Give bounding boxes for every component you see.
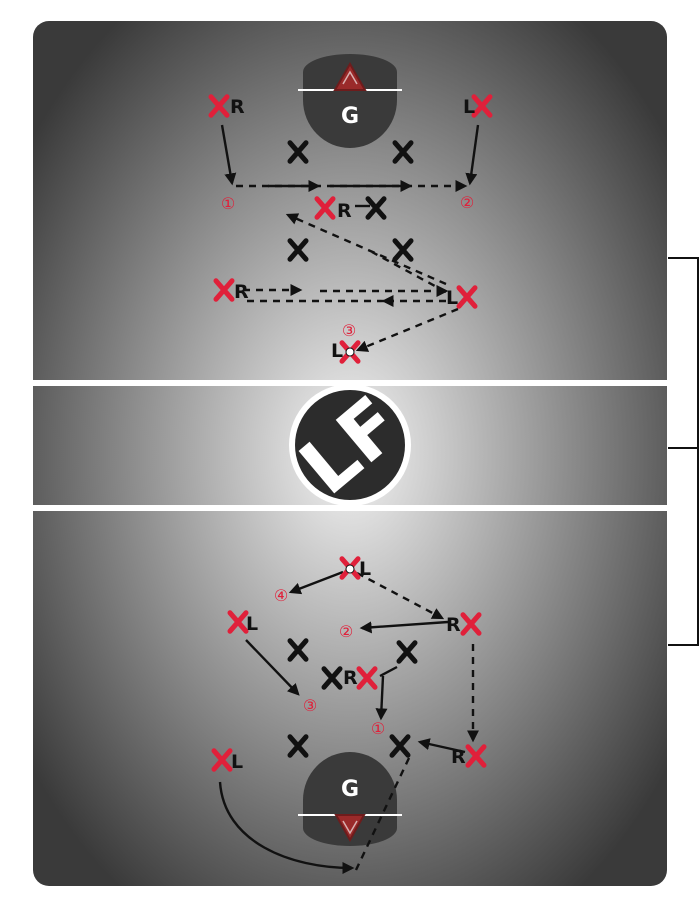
defender-marker — [365, 196, 387, 220]
movement-arrow — [417, 738, 466, 754]
step-marker: ① — [371, 719, 385, 738]
attacker-marker — [356, 666, 378, 690]
side-label: R — [451, 746, 466, 768]
side-label: R — [230, 96, 245, 118]
side-label: L — [231, 751, 243, 773]
side-label: L — [331, 340, 343, 362]
midfield-line-top — [33, 380, 667, 386]
attackers — [208, 94, 493, 772]
attacker-marker — [460, 612, 482, 636]
movement-arrow — [288, 570, 344, 595]
step-markers: ① ② ③ ④ ② ③ ① — [221, 193, 474, 738]
side-label: R — [234, 281, 249, 303]
top-goal-area: G — [298, 54, 402, 148]
bottom-crease — [303, 752, 397, 846]
midfield-line-bottom — [33, 505, 667, 511]
side-label: L — [463, 96, 475, 118]
side-label: L — [359, 558, 371, 580]
movement-arrow — [356, 571, 445, 620]
defender-marker — [389, 734, 411, 758]
movement-arrow — [218, 781, 355, 874]
movement-arrow — [220, 124, 237, 186]
movement-arrow — [355, 307, 459, 352]
attacker-marker — [456, 285, 478, 309]
step-marker: ② — [339, 622, 353, 641]
bottom-goal-area: G — [298, 752, 402, 846]
movement-arrow — [285, 213, 447, 286]
side-bracket — [668, 257, 699, 646]
side-label: L — [446, 287, 458, 309]
side-label: R — [337, 200, 352, 222]
bottom-goal-label: G — [341, 777, 359, 802]
attacker-marker — [227, 610, 249, 634]
defender-marker — [287, 140, 309, 164]
ball — [345, 564, 355, 574]
defender-marker — [287, 638, 309, 662]
attacker-marker — [314, 196, 336, 220]
movement-arrow — [465, 124, 480, 186]
side-label: L — [246, 613, 258, 635]
movement-arrow — [359, 620, 449, 634]
step-marker: ③ — [303, 696, 317, 715]
attacker-marker — [465, 744, 487, 768]
attacker-marker — [208, 94, 230, 118]
step-marker: ④ — [274, 586, 288, 605]
movement-paths — [218, 124, 480, 874]
step-marker: ① — [221, 194, 235, 213]
defender-marker — [392, 238, 414, 262]
movement-arrow — [375, 675, 388, 721]
top-goal-label: G — [341, 104, 359, 129]
defender-marker — [392, 140, 414, 164]
movement-arrow — [245, 639, 300, 696]
defender-marker — [287, 238, 309, 262]
attacker-marker — [213, 278, 235, 302]
defender-marker — [287, 734, 309, 758]
defender-marker — [396, 640, 418, 664]
movement-arrow — [379, 665, 398, 678]
side-label: R — [446, 614, 461, 636]
attacker-marker — [471, 94, 493, 118]
top-crease — [303, 54, 397, 148]
attacker-side-labels: R L R R L L L R L R R L — [230, 96, 475, 773]
movement-arrow — [371, 250, 447, 294]
step-marker: ③ — [342, 321, 356, 340]
defender-marker — [321, 666, 343, 690]
step-marker: ② — [460, 193, 474, 212]
side-label: R — [343, 667, 358, 689]
defenders — [287, 140, 418, 758]
attacker-marker — [211, 748, 233, 772]
ball — [345, 347, 355, 357]
